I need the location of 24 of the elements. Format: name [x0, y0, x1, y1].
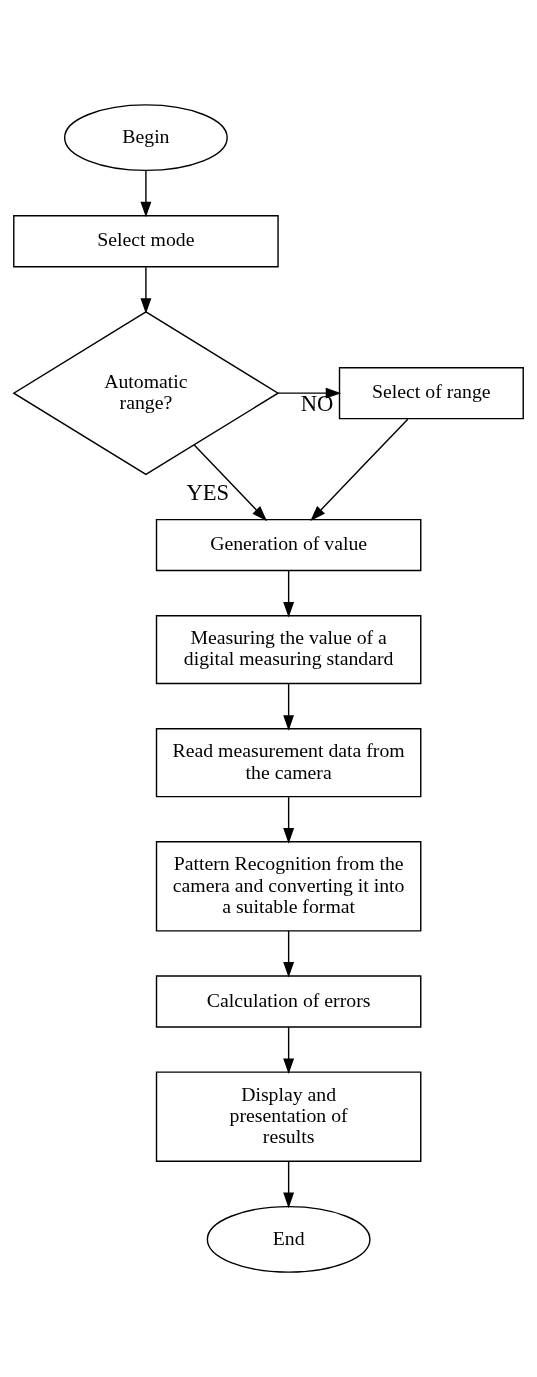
node-box: Calculation of errors: [155, 975, 422, 1028]
arrow: [310, 418, 409, 522]
node-box: Pattern Recognition from the camera and converting it into a suitable format: [155, 841, 422, 932]
edge-label: NO: [300, 391, 334, 417]
arrow: [283, 683, 295, 731]
arrow: [283, 930, 295, 978]
arrow: [140, 170, 152, 218]
arrow: [277, 387, 342, 399]
node-box: Display and presentation of results: [155, 1071, 422, 1162]
arrow: [283, 569, 295, 618]
edge-label: YES: [186, 480, 230, 506]
node-ellipse: Begin: [63, 104, 228, 172]
node-diamond: Automatic range?: [12, 311, 280, 476]
arrow: [283, 796, 295, 844]
node-ellipse: End: [206, 1205, 371, 1273]
arrow: [283, 1160, 295, 1209]
node-box: Read measurement data from the camera: [155, 728, 422, 798]
arrow: [140, 266, 152, 314]
node-box: Select of range: [338, 367, 524, 420]
arrow: [193, 444, 268, 522]
node-box: Measuring the value of a digital measuring standard: [155, 615, 422, 685]
node-box: Select mode: [13, 215, 279, 268]
arrow: [283, 1026, 295, 1075]
node-box: Generation of value: [155, 518, 422, 572]
